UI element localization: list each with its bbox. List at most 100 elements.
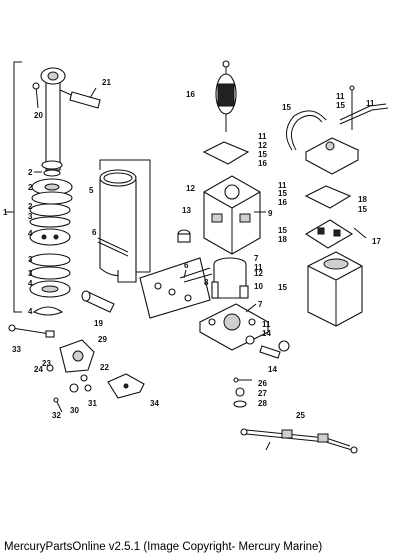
callout-11-top: 11 [258,132,267,141]
svg-text:10: 10 [254,282,263,291]
callout-4: 4 [28,229,33,238]
callout-16-r3: 16 [278,198,287,207]
callout-18-r4: 18 [278,235,287,244]
callout-15-top: 15 [258,150,267,159]
svg-text:11: 11 [278,181,287,190]
callout-21: 21 [102,78,111,87]
callout-11-r3: 11 [278,181,287,190]
callout-7: 7 [254,254,259,263]
pin-part [69,87,101,109]
svg-text:9: 9 [268,209,273,218]
callout-14a: 14 [262,329,271,338]
callout-16-top: 16 [258,159,267,168]
svg-text:4: 4 [28,229,33,238]
callout-12-mid: 12 [254,269,263,278]
callout-16: 16 [186,90,195,99]
pump-body-part [203,175,261,255]
callout-5: 5 [89,186,94,195]
svg-text:33: 33 [12,345,21,354]
callout-4b: 4 [28,279,33,288]
callout-3b: 3 [28,255,33,264]
svg-text:12: 12 [258,141,267,150]
callout-19: 19 [94,319,103,328]
motor-wiring-part [286,85,389,151]
motor-cap-part [304,137,360,175]
callout-7b: 7 [245,300,263,313]
svg-text:16: 16 [278,198,287,207]
callout-31: 31 [88,399,97,408]
svg-text:14: 14 [268,365,277,374]
small-fasteners [46,364,92,413]
callout-3: 3 [28,212,33,221]
svg-text:17: 17 [372,237,381,246]
callout-11-mid: 11 [254,263,263,272]
wire-lead-part [8,324,55,338]
callout-11-low: 11 [262,320,271,329]
screw-part-17 [353,227,367,239]
svg-text:13: 13 [182,206,191,215]
bolt-part [32,82,40,109]
valve-rod-part [97,237,129,257]
svg-text:18: 18 [358,195,367,204]
exploded-parts-diagram: 1 2 2 2 3 4 3 3 4 4 5 6 6 7 7 8 9 10 11 … [3,60,389,454]
tube-part [81,290,115,313]
callout-15-r1: 15 [336,101,345,110]
callout-14b: 14 [268,365,277,374]
callout-2: 2 [28,168,42,177]
callout-17: 17 [372,237,381,246]
callout-28: 28 [258,399,267,408]
svg-text:3: 3 [28,255,33,264]
motor-gasket-part [304,185,352,209]
svg-text:18: 18 [278,235,287,244]
fitting-part [245,335,290,359]
svg-text:7: 7 [258,300,263,309]
svg-text:4: 4 [28,307,33,316]
callout-9: 9 [268,209,273,218]
trim-rod-part [40,67,93,171]
wire-harness-part [240,428,358,454]
callout-6: 6 [92,228,97,237]
svg-text:11: 11 [262,320,271,329]
callout-22: 22 [100,363,109,372]
svg-text:15: 15 [358,205,367,214]
svg-text:15: 15 [278,283,287,292]
svg-text:22: 22 [100,363,109,372]
terminal-fasteners [233,377,252,408]
svg-text:16: 16 [258,159,267,168]
svg-text:12: 12 [186,184,195,193]
stack-bracket [6,61,22,313]
seal-stack [29,160,73,298]
svg-text:27: 27 [258,389,267,398]
svg-text:25: 25 [296,411,305,420]
callout-11-r2: 11 [366,99,375,108]
callout-13: 13 [182,206,191,215]
callout-24: 24 [34,365,43,374]
svg-text:34: 34 [150,399,159,408]
svg-text:8: 8 [204,278,209,287]
svg-text:15: 15 [278,189,287,198]
callout-27: 27 [258,389,267,398]
callout-15-r4: 15 [278,226,287,235]
svg-text:3: 3 [28,269,33,278]
callout-29: 29 [98,335,107,344]
svg-text:21: 21 [102,78,111,87]
svg-text:11: 11 [336,92,345,101]
svg-text:6: 6 [92,228,97,237]
svg-text:31: 31 [88,399,97,408]
callout-26: 26 [258,379,267,388]
svg-text:11: 11 [366,99,375,108]
callout-30: 30 [70,406,79,415]
callout-34: 34 [150,399,159,408]
svg-text:29: 29 [98,335,107,344]
callout-33: 33 [12,345,21,354]
image-copyright-caption: MercuryPartsOnline v2.5.1 (Image Copyrig… [4,541,323,553]
clamp-part [107,373,145,399]
svg-text:24: 24 [34,365,43,374]
svg-text:16: 16 [186,90,195,99]
filter-part [177,229,191,243]
oring-part [32,306,64,316]
svg-text:11: 11 [254,263,263,272]
callout-20: 20 [34,111,43,120]
svg-text:30: 30 [70,406,79,415]
svg-text:2: 2 [28,202,33,211]
